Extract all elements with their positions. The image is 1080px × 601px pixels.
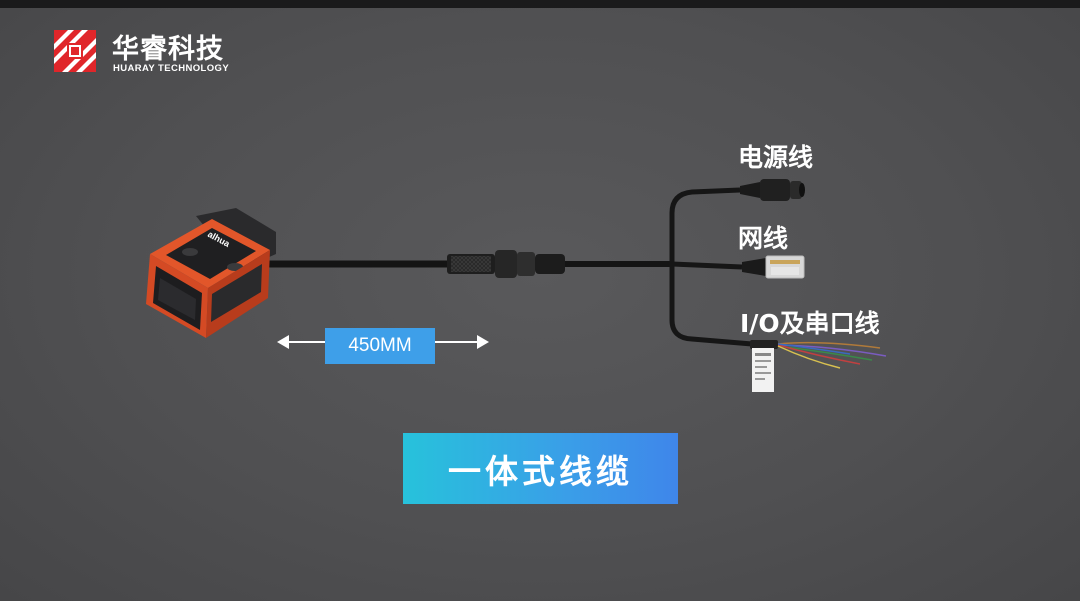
m12-connector-icon: [447, 250, 565, 278]
label-power-cable: 电源线: [738, 143, 814, 172]
rj45-plug-icon: [742, 255, 805, 279]
power-plug-icon: [740, 179, 805, 201]
cable-length-badge: 450MM: [325, 328, 435, 364]
huaray-mark-icon: [54, 30, 96, 72]
brand-name-cn: 华睿科技: [112, 34, 224, 65]
label-network-cable: 网线: [738, 224, 789, 253]
brand-name-en: HUARAY TECHNOLOGY: [113, 63, 230, 74]
label-io-serial-cable: I/O及串口线: [740, 309, 880, 338]
product-illustration: [146, 179, 887, 392]
loose-wires-icon: [750, 340, 887, 392]
arrow-left-line: [283, 341, 325, 343]
title-banner: 一体式线缆: [403, 433, 678, 504]
brand-logo: 华睿科技 HUARAY TECHNOLOGY: [54, 30, 274, 82]
arrow-right-line: [435, 341, 479, 343]
video-frame: 华睿科技 HUARAY TECHNOLOGY: [0, 8, 1080, 601]
barcode-reader-device: [146, 208, 276, 338]
top-bar: [0, 0, 1080, 8]
arrow-right-icon: [477, 335, 489, 349]
